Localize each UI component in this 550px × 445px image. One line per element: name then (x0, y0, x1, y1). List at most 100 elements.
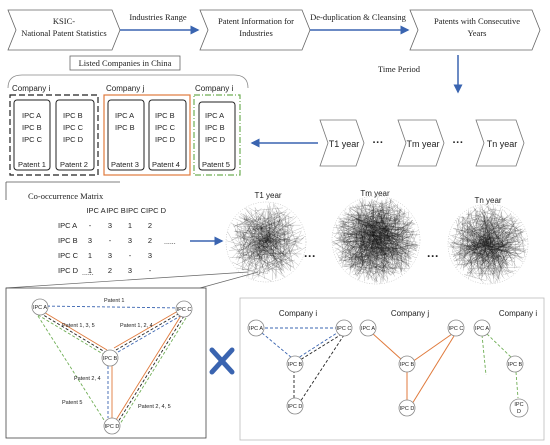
time-period-arrow: Time Period (378, 55, 463, 94)
patent-4-ipc-2: IPC C (155, 123, 176, 132)
listed-companies-bracket (7, 74, 249, 89)
matrix-cell: 1 (88, 251, 92, 260)
edge-label-cd: Patent 2, 4, 5 (138, 404, 171, 410)
listed-companies-section: Listed Companies in China Company i IPC … (7, 55, 249, 176)
matrix-cell: - (89, 221, 92, 230)
patent-5-label: Patent 5 (202, 160, 230, 169)
network-tm (331, 195, 421, 285)
year-ellipsis-2: ··· (453, 137, 464, 149)
year-ellipsis-1: ··· (373, 137, 384, 149)
company-i-label: Company i (12, 84, 50, 93)
combined-node-b-label: IPC B (103, 356, 118, 362)
patent-5-ipc-3: IPC D (205, 135, 226, 144)
graph-company-i-node-b: IPC B (288, 362, 303, 368)
matrix-cell: 1 (88, 266, 92, 275)
matrix-cell: 2 (148, 236, 152, 245)
graph-company-i2-node-a: IPC A (475, 326, 489, 332)
network-ellipsis-1: ··· (304, 249, 316, 263)
matrix-cell: 2 (108, 266, 112, 275)
matrix-cell: 3 (148, 251, 152, 260)
flow-box-ksic: KSIC- National Patent Statistics (7, 9, 121, 51)
graph-company-i2-node-d-line1: IPC (514, 402, 523, 408)
matrix-row-header: IPC A (58, 221, 77, 230)
matrix-row-header: IPC D (58, 266, 79, 275)
graph-company-j-title: Company j (391, 309, 429, 318)
matrix-cell: 3 (128, 236, 132, 245)
matrix-col-header: IPC D (146, 206, 167, 215)
graph-company-i-node-c: IPC C (337, 326, 352, 332)
graph-company-j-node-d: IPC D (400, 406, 415, 412)
graph-company-i2-node-b: IPC B (508, 362, 523, 368)
patent-1-label: Patent 1 (18, 160, 46, 169)
flow-arrow-label-deduplication: De-duplication & Cleansing (310, 12, 407, 22)
flow-box-patent-information: Patent Information for Industries (199, 9, 311, 51)
combined-node-c-label: IPC C (177, 307, 192, 313)
patent-4-ipc-3: IPC D (155, 135, 176, 144)
company-j-label: Company j (106, 84, 144, 93)
flow-box-ksic-line2: National Patent Statistics (21, 28, 106, 38)
flow-arrow-label-industries-range: Industries Range (129, 12, 187, 22)
combined-ipc-graph: IPC A IPC C IPC B IPC D Patent 1 Patent … (5, 287, 207, 439)
graph-company-i2-node-d-line2: D (517, 409, 521, 415)
patent-3-card (107, 99, 145, 171)
flow-box-consecutive-years: Patents with Consecutive Years (409, 9, 541, 51)
company-i2-label: Company i (195, 84, 233, 93)
year-box-t1-label: T1 year (329, 139, 360, 149)
graph-company-j-node-b: IPC B (400, 362, 415, 368)
patent-4-ipc-1: IPC B (155, 111, 175, 120)
zoom-line-right (199, 271, 259, 289)
matrix-dots-right: ...... (164, 239, 176, 246)
matrix-row-header: IPC B (58, 236, 78, 245)
edge-label-ad: Patent 5 (62, 400, 83, 406)
flow-box-consecutive-years-line1: Patents with Consecutive (434, 16, 520, 26)
graph-company-j-node-a: IPC A (361, 326, 375, 332)
patent-1-ipc-1: IPC A (22, 111, 41, 120)
matrix-cell: 3 (108, 251, 112, 260)
network-t1 (225, 201, 307, 283)
network-tm-label: Tm year (360, 189, 390, 198)
listed-companies-title: Listed Companies in China (79, 58, 172, 68)
matrix-col-header: IPC B (106, 206, 126, 215)
matrix-cell: 3 (108, 221, 112, 230)
matrix-cell: 3 (128, 266, 132, 275)
patent-1-card (13, 99, 51, 171)
edge-label-ac: Patent 1 (104, 298, 125, 304)
patent-3-label: Patent 3 (111, 160, 139, 169)
combined-node-d (103, 417, 121, 435)
matrix-cell: - (109, 236, 112, 245)
edge-label-bd: Patent 2, 4 (74, 376, 101, 382)
matrix-dots-bottom: ...... (82, 270, 94, 277)
company-graphs: Company i IPC A IPC C IPC B IPC D Compan… (239, 297, 545, 441)
flow-box-patent-information-line1: Patent Information for (218, 16, 294, 26)
flow-arrow-deduplication: De-duplication & Cleansing (310, 12, 410, 35)
year-boxes: T1 year ··· Tm year ··· Tn year (250, 119, 525, 167)
edge-label-ab: Patent 1, 3, 5 (62, 323, 95, 329)
network-section: T1 year ··· Tm year ··· Tn year (225, 189, 529, 285)
patent-5-ipc-2: IPC B (205, 123, 225, 132)
matrix-row-header: IPC C (58, 251, 79, 260)
cooccurrence-title: Co-occurrence Matrix (28, 191, 104, 201)
year-box-t1 (319, 119, 365, 167)
zoom-line-left (5, 271, 249, 289)
patent-1-ipc-3: IPC C (22, 135, 43, 144)
patent-5-card (198, 101, 236, 171)
graph-company-i-title: Company i (279, 309, 317, 318)
year-box-tm-label: Tm year (406, 139, 439, 149)
patent-2-ipc-1: IPC B (63, 111, 83, 120)
matrix-cell: - (149, 266, 152, 275)
graph-company-i-node-d: IPC D (288, 404, 303, 410)
matrix-col-header: IPC A (86, 206, 105, 215)
company-j-box (103, 94, 191, 176)
matrix-cell: 2 (148, 221, 152, 230)
patent-1-ipc-2: IPC B (22, 123, 42, 132)
patent-2-ipc-3: IPC D (63, 135, 84, 144)
network-ellipsis-2: ··· (427, 249, 439, 263)
patent-3-ipc-2: IPC B (115, 123, 135, 132)
combined-node-a-label: IPC A (33, 305, 47, 311)
flow-box-consecutive-years-line2: Years (468, 28, 487, 38)
patent-2-card (55, 99, 95, 171)
edge-label-bc: Patent 1, 2, 4 (120, 323, 153, 329)
flow-box-ksic-line1: KSIC- (53, 16, 75, 26)
